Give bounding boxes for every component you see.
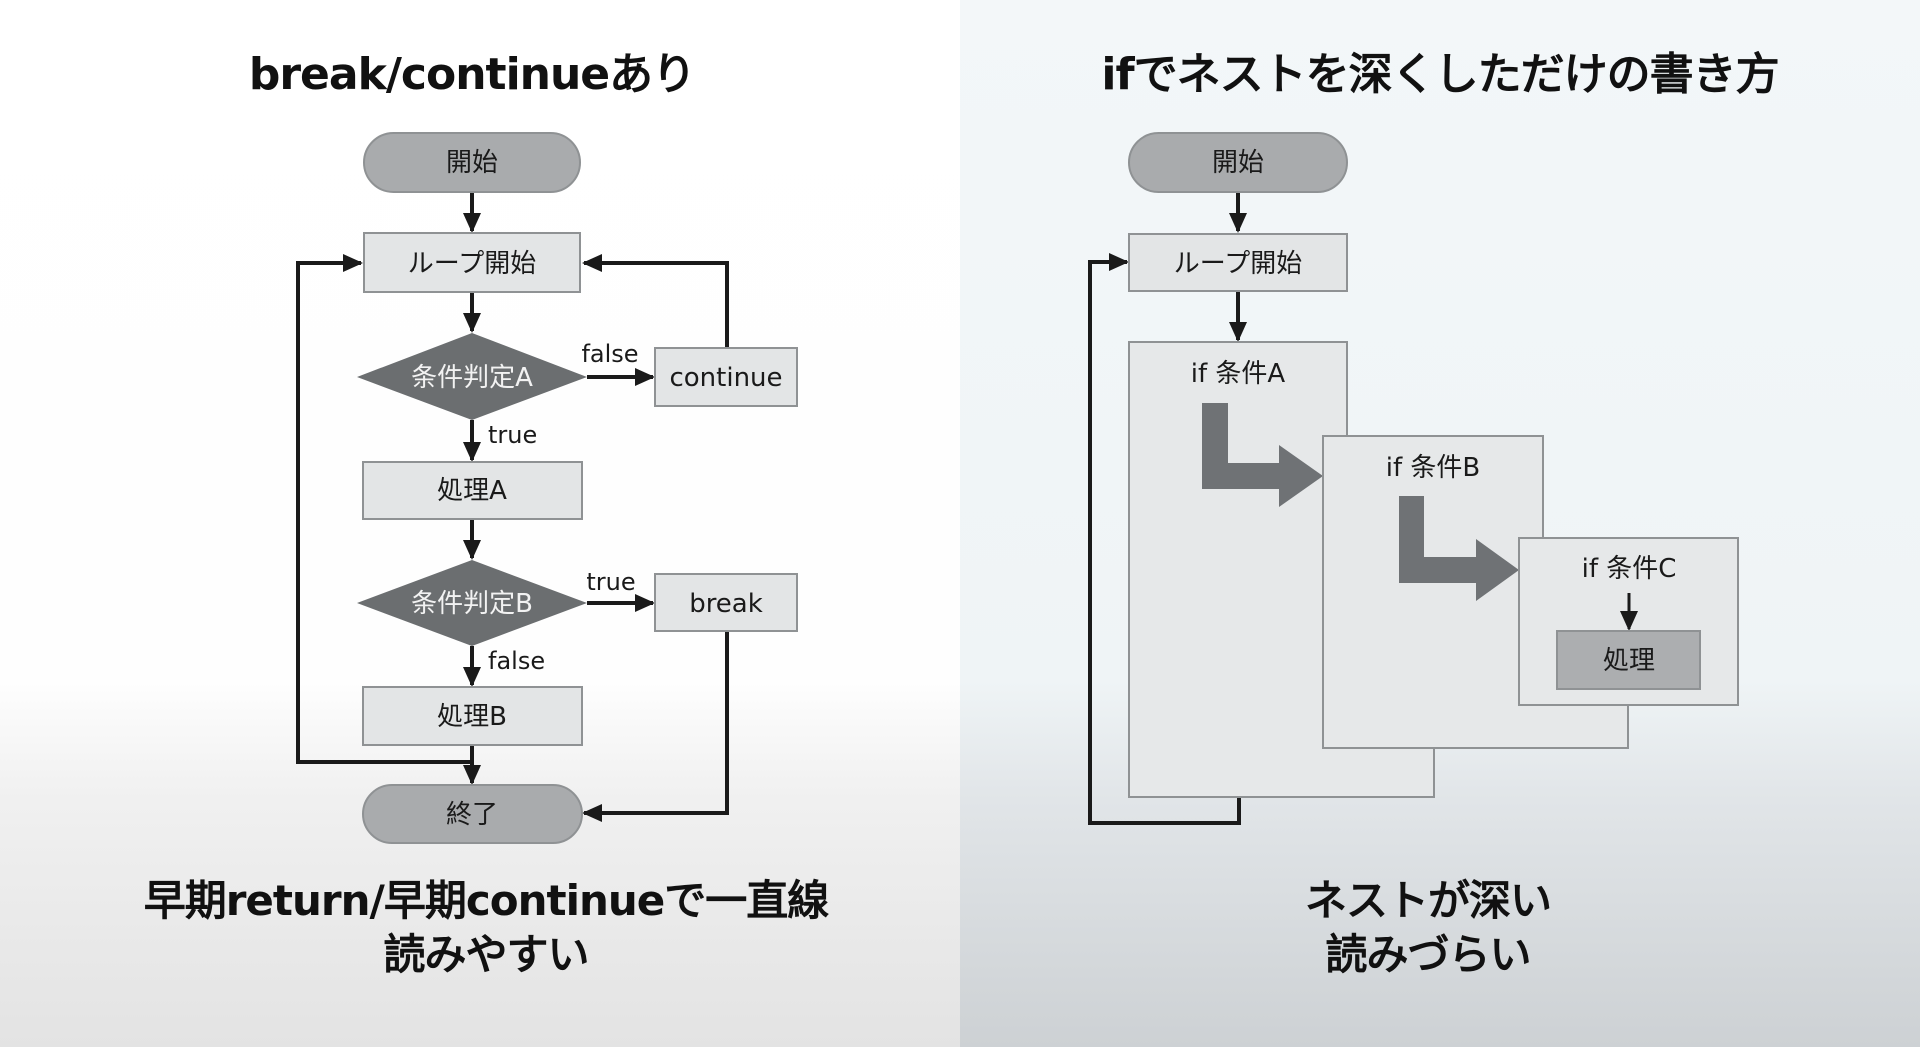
label-cond-b-true: true [586,568,635,596]
node-cond-a-label: 条件判定A [411,363,533,393]
right-caption-line2: 読みづらい [1325,930,1531,979]
nest-block-c-label: if 条件C [1582,554,1677,584]
node-end-label: 終了 [446,800,498,830]
nest-block-a-label: if 条件A [1191,359,1286,389]
right-caption-line1: ネストが深い [1304,876,1552,925]
node-break: break [654,573,798,632]
left-caption-line1: 早期return/早期continueで一直線 [143,876,830,925]
node-start-label: 開始 [446,148,498,178]
nest-block-a: if 条件A [1128,341,1435,798]
right-caption: ネストが深い 読みづらい [1178,874,1678,982]
label-cond-a-true: true [488,421,537,449]
node-proc-a: 処理A [362,461,583,520]
node-cond-b: 条件判定B [357,560,587,646]
label-cond-b-false: false [488,647,545,675]
node-r-loop-start-label: ループ開始 [1174,249,1302,279]
node-r-proc-label: 処理 [1603,646,1655,676]
node-r-start: 開始 [1128,132,1348,193]
label-cond-a-false: false [581,340,638,368]
left-title: break/continueあり [248,49,696,100]
node-end: 終了 [362,784,583,844]
node-cond-a: 条件判定A [357,333,587,420]
node-proc-b: 処理B [362,686,583,746]
node-cond-b-label: 条件判定B [411,589,533,619]
left-caption: 早期return/早期continueで一直線 読みやすい [136,874,836,982]
nest-block-c: if 条件C 処理 [1518,537,1739,706]
right-title: ifでネストを深くしただけの書き方 [1101,49,1779,100]
node-continue-label: continue [669,363,782,393]
nest-arrow-a-icon [1202,403,1323,507]
node-start: 開始 [363,132,581,193]
node-r-start-label: 開始 [1212,148,1264,178]
edge-continue-to-loop [582,254,729,348]
nest-block-b-label: if 条件B [1386,453,1480,483]
right-flowchart: 開始 ループ開始 if 条件A if 条件B if 条件C 処理 [1088,132,1739,825]
node-continue: continue [654,347,798,407]
nest-arrow-b-icon [1399,496,1519,601]
left-caption-line2: 読みやすい [383,930,589,979]
node-break-label: break [689,589,763,619]
edge-r-loop-back [1088,253,1241,825]
left-flowchart: 開始 ループ開始 条件判定A false continue true 処理A 条… [296,132,798,844]
node-proc-a-label: 処理A [437,476,507,506]
node-r-loop-start: ループ開始 [1128,233,1348,292]
edge-break-to-end [582,631,729,822]
node-loop-start: ループ開始 [363,232,581,293]
edge-loop-back [296,254,472,764]
node-proc-b-label: 処理B [437,702,507,732]
node-loop-start-label: ループ開始 [408,249,536,279]
node-r-proc [1556,630,1701,690]
